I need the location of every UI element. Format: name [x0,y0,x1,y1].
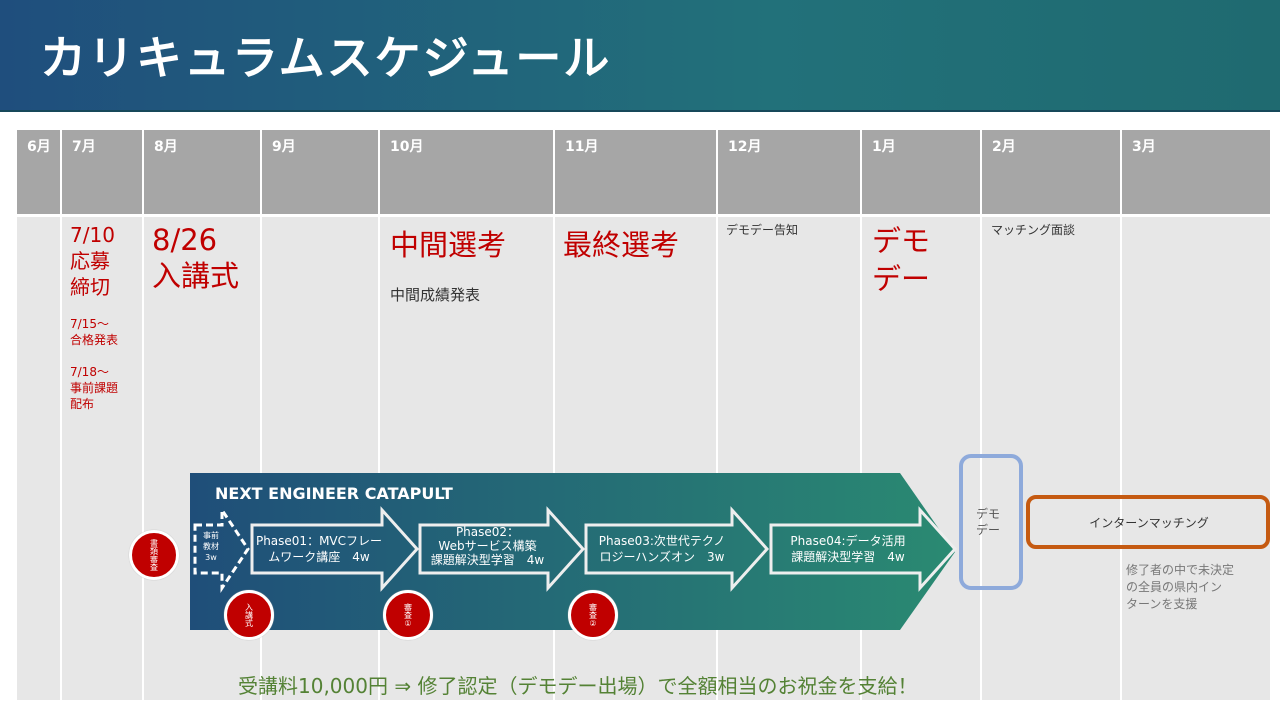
phase-label: Phase02：Webサービス構築課題解決型学習 4w [420,525,555,567]
pre-label: 事前課題 [70,381,119,395]
month-label: 10月 [390,139,424,155]
title-bar: カリキュラムスケジュール [0,0,1280,112]
deadline-label: 応募 [70,249,110,273]
pre-material-label: 事前教材 3w [198,530,224,563]
phase-text: Phase02： [455,525,520,539]
note-text: の全員の県内イン [1126,580,1223,594]
phase-arrow [769,506,958,592]
deadline-label: 締切 [70,275,110,299]
pre-date: 7/18〜 [70,365,109,379]
month-col: 10月 [378,130,553,700]
month-col: 11月 [553,130,716,700]
month-label: 11月 [565,139,599,155]
note-text: 修了者の中で未決定 [1126,563,1235,577]
fee-note: 受講料10,000円 ⇒ 修了認定（デモデー出場）で全額相当のお祝金を支給！ [238,674,918,698]
mid-selection: 中間選考 [390,228,507,262]
final-selection: 最終選考 [563,228,680,262]
intern-note: 修了者の中で未決定の全員の県内インターンを支援 [1126,562,1234,613]
pass-announcement: 7/15〜 合格発表 [70,316,118,348]
month-label: 2月 [992,139,1016,155]
phase-text: Webサービス構築 [438,539,537,553]
phase-label: Phase01：MVCフレームワーク講座 4w [254,533,384,565]
phase-arrow [418,506,586,592]
schedule-grid: 6月 7月 8月 9月 10月 11月 12月 1月 2月 3月 [15,130,1270,700]
intern-matching-box [1026,495,1270,549]
month-col: 3月 [1120,130,1270,700]
demo-notice: デモデー告知 [726,223,799,237]
month-col: 1月 [860,130,980,700]
phase-text: Phase03:次世代テクノ [598,534,726,548]
demo-text: デー [976,523,1001,537]
pre-label: 配布 [70,397,95,411]
milestone-review-2: 審査② [568,590,618,640]
phase-text: ムワーク講座 4w [268,550,370,564]
pre-text: 3w [205,553,217,562]
month-label: 1月 [872,139,896,155]
milestone-ceremony: 入講式 [224,590,274,640]
matching-interview: マッチング面談 [991,223,1076,237]
deadline-date: 7/10 [70,223,115,247]
demo-label: デモ [872,224,931,258]
month-label: 7月 [72,139,96,155]
phase-text: ロジーハンズオン 3w [599,550,725,564]
phase-text: 課題解決型学習 4w [791,550,905,564]
ceremony-date: 8/26 [152,223,218,257]
pass-date: 7/15〜 [70,317,109,331]
pass-label: 合格発表 [70,333,119,347]
demo-label: デー [872,262,931,296]
month-col: 12月 [716,130,860,700]
phase-label: Phase03:次世代テクノロジーハンズオン 3w [588,533,736,565]
phase-text: Phase04:データ活用 [790,534,906,548]
page-title: カリキュラムスケジュール [40,31,612,85]
milestone-review-1: 審査① [383,590,433,640]
pre-arrow [193,505,250,593]
intern-matching-label: インターンマッチング [1089,516,1209,530]
opening-ceremony: 8/26 入講式 [152,222,239,294]
phase-label: Phase04:データ活用課題解決型学習 4w [773,533,923,565]
phase-text: 課題解決型学習 4w [430,553,545,567]
demo-text: デモ [976,507,1001,521]
month-col: 7月 [60,130,142,700]
demo-day-box-label: デモデー [976,506,1000,538]
phase-arrow [584,506,770,592]
milestone-document-screening: 書類審査 [129,530,179,580]
month-col: 6月 [15,130,60,700]
month-label: 6月 [27,139,51,155]
pre-text: 事前 [203,531,219,540]
phase-arrow [250,506,420,592]
month-col: 2月 [980,130,1120,700]
ceremony-label: 入講式 [152,259,240,293]
month-label: 8月 [154,139,178,155]
month-label: 9月 [272,139,296,155]
demo-day-box [959,454,1023,590]
month-col: 9月 [260,130,378,700]
mid-result: 中間成績発表 [390,286,481,304]
month-label: 3月 [1132,139,1156,155]
pre-assignment: 7/18〜 事前課題 配布 [70,364,118,412]
month-col: 8月 [142,130,260,700]
program-name: NEXT ENGINEER CATAPULT [215,484,453,503]
note-text: ターンを支援 [1126,597,1198,611]
phase-text: Phase01：MVCフレー [255,534,383,548]
pre-text: 教材 [203,542,219,551]
application-deadline: 7/10 応募 締切 [70,222,115,300]
demo-day: デモ デー [872,222,930,298]
month-label: 12月 [728,139,762,155]
